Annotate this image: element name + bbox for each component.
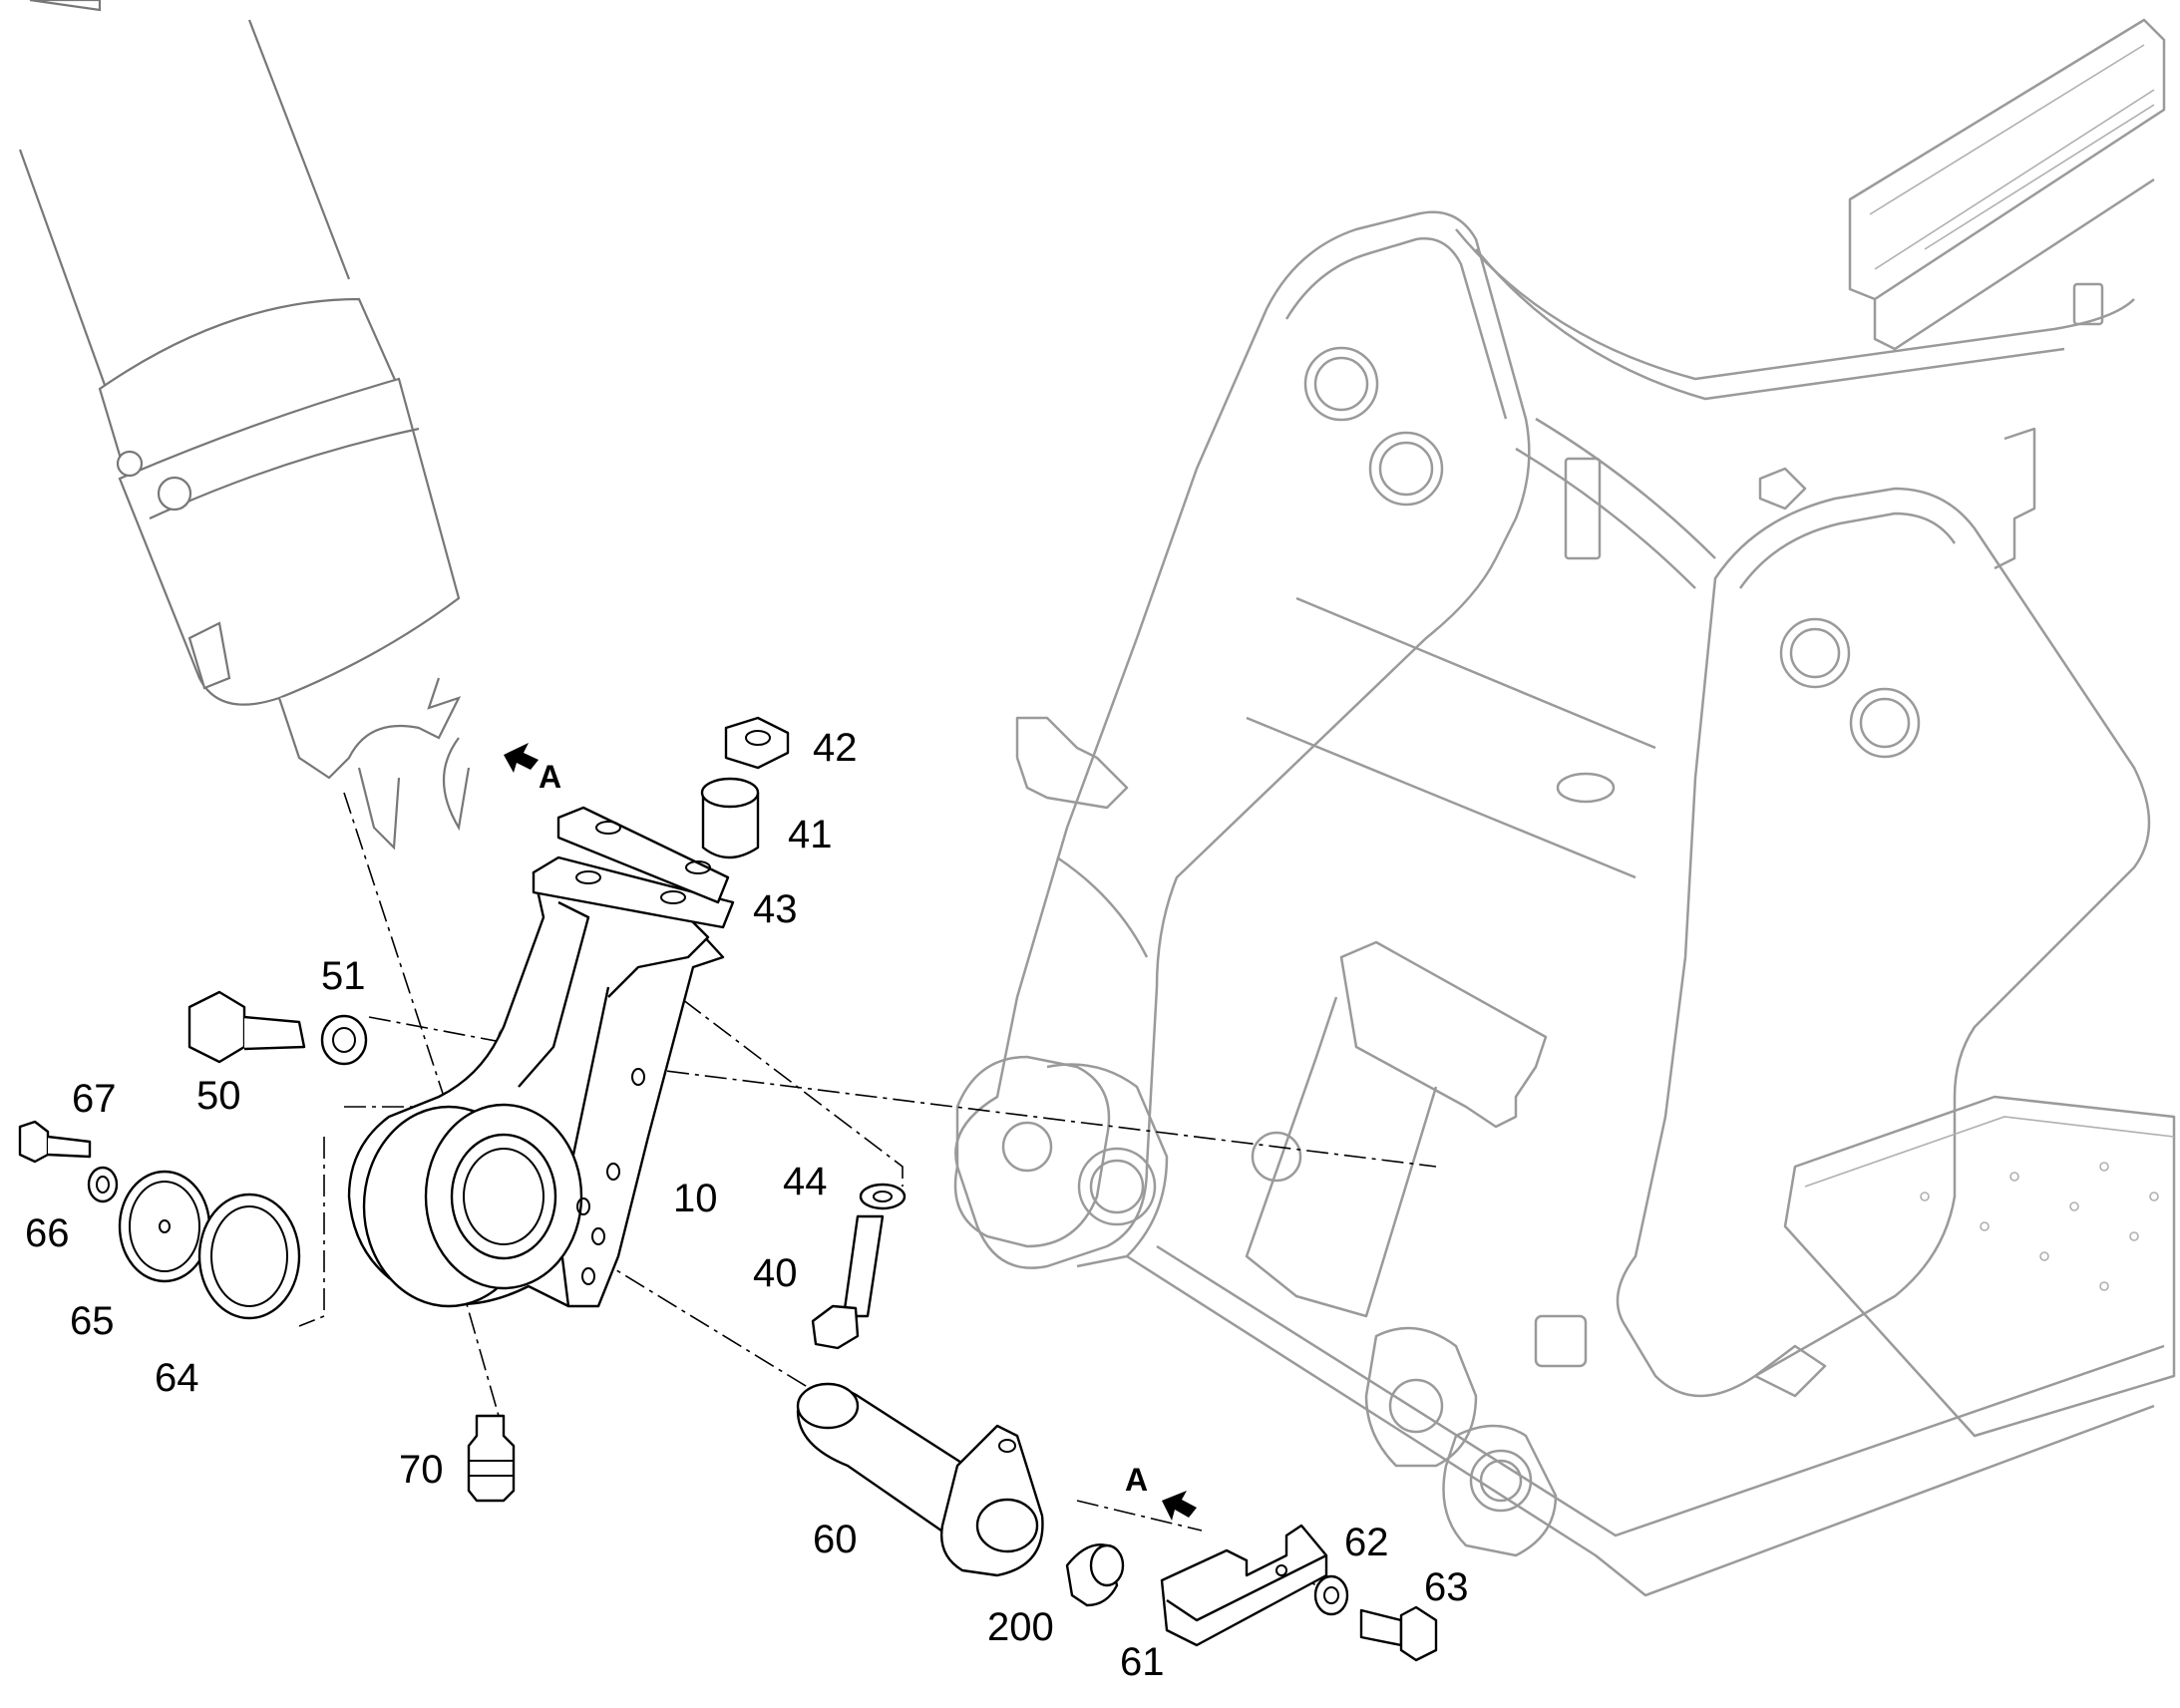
view-arrow-upper: A: [504, 743, 561, 795]
grease-nipple-part-70: [467, 1414, 516, 1503]
callout-66: 66: [25, 1211, 70, 1255]
spacer-part-41: [700, 777, 760, 859]
callout-60: 60: [813, 1518, 858, 1561]
pin-part-60: [796, 1382, 1044, 1577]
washer-part-51: [320, 1014, 368, 1066]
floor-holes: [1920, 1162, 2159, 1291]
plate-part-43: [532, 855, 735, 929]
bolt-part-63: [1359, 1605, 1438, 1662]
callout-41: 41: [788, 813, 833, 856]
callout-64: 64: [155, 1356, 199, 1400]
callout-62: 62: [1344, 1521, 1389, 1564]
nut-part-42: [724, 716, 790, 770]
callout-63: 63: [1424, 1565, 1469, 1609]
washer-part-62: [1313, 1574, 1349, 1616]
callout-67: 67: [72, 1077, 117, 1121]
view-marker-lower: A: [1125, 1462, 1148, 1498]
callout-44: 44: [783, 1160, 828, 1203]
machine-frame: [953, 18, 2176, 1597]
ring-part-64: [197, 1193, 301, 1320]
link-arm-part-10: [347, 870, 725, 1308]
washer-part-44: [859, 1183, 907, 1210]
plug-part-200: [1065, 1543, 1125, 1607]
view-arrow-lower: A: [1125, 1462, 1197, 1521]
callout-50: 50: [196, 1074, 241, 1118]
callout-10: 10: [673, 1177, 718, 1220]
view-marker-upper: A: [539, 759, 561, 795]
callout-70: 70: [399, 1448, 444, 1492]
bolt-part-50: [187, 990, 306, 1064]
bolt-part-40: [811, 1214, 885, 1350]
callout-43: 43: [753, 887, 798, 931]
callout-42: 42: [813, 726, 858, 770]
callout-65: 65: [70, 1299, 115, 1343]
washer-part-66: [87, 1166, 119, 1203]
callout-200: 200: [987, 1605, 1054, 1649]
callout-51: 51: [321, 954, 366, 998]
retainer-plate-part-61: [1160, 1524, 1328, 1647]
callout-40: 40: [753, 1251, 798, 1295]
callout-labels: 10 40 41 42 43 44 50 51 60 61 62 63 64 6…: [25, 726, 1469, 1684]
cap-part-65: [118, 1170, 211, 1283]
bolt-part-67: [18, 1120, 92, 1164]
hydraulic-cylinder: [18, 0, 471, 851]
callout-61: 61: [1120, 1640, 1165, 1684]
